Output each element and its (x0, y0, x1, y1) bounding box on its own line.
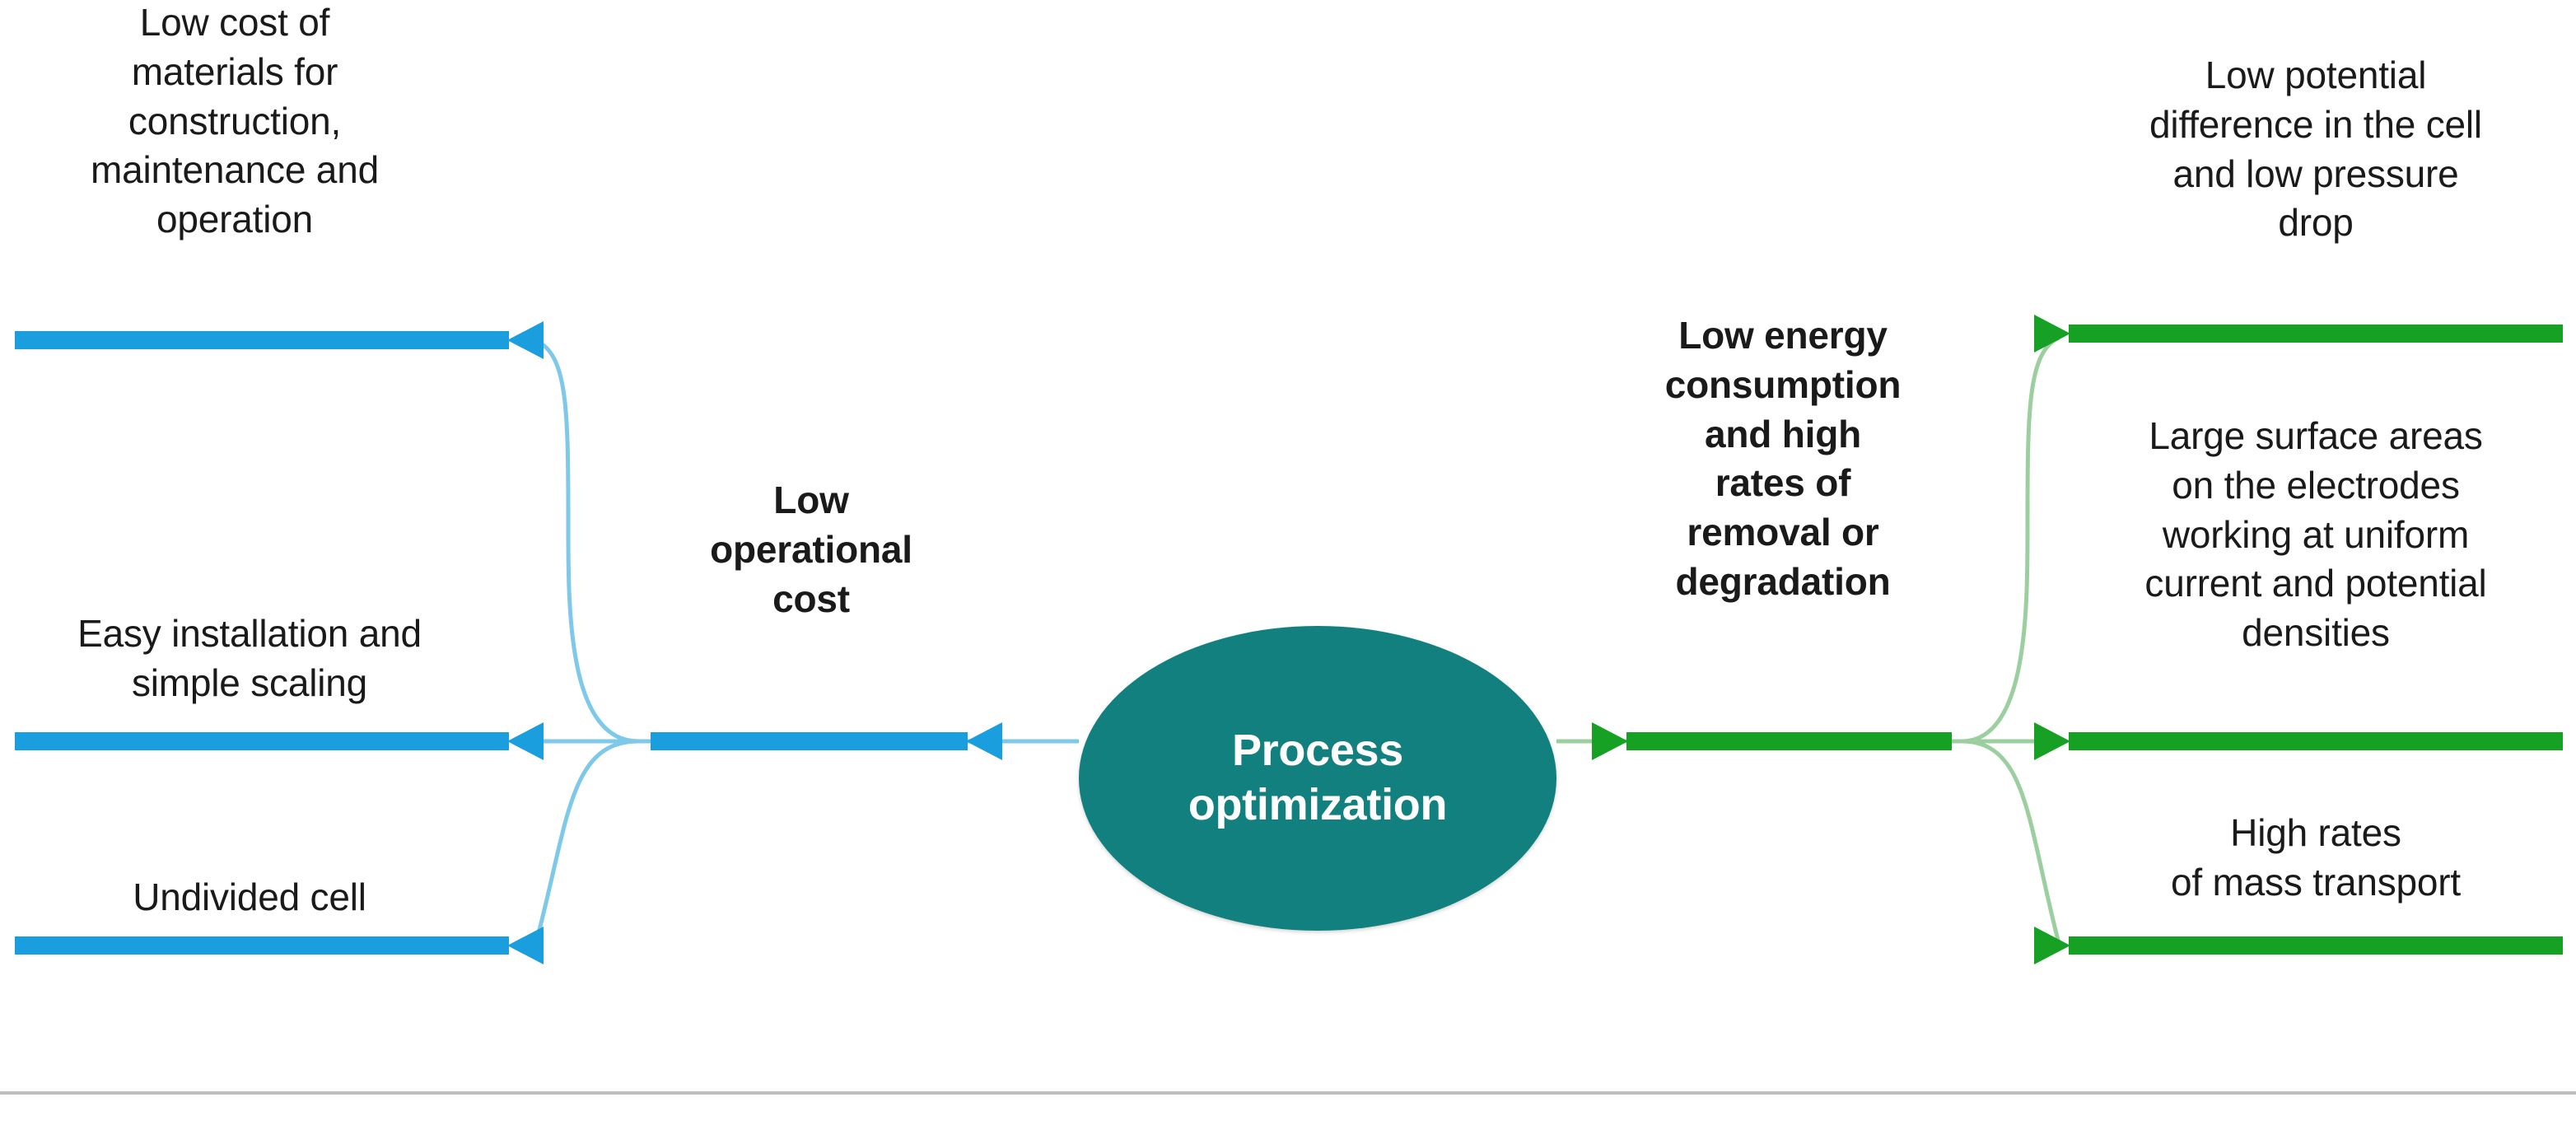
right-curve-bottom (1961, 739, 2061, 944)
arrowhead-low-potential-difference (2034, 315, 2070, 353)
label-large-surface-areas: Large surface areas on the electrodes wo… (2144, 414, 2487, 655)
left-curve-top (534, 338, 639, 744)
right-curve-top (1961, 335, 2060, 744)
arrowhead-large-surface-areas (2034, 722, 2070, 760)
center-node-label: Process optimization (1188, 726, 1448, 829)
arrowhead-left-branch-label (966, 722, 1002, 760)
label-high-mass-transport: High rates of mass transport (2171, 811, 2461, 904)
arrowhead-easy-installation (507, 722, 544, 760)
label-low-potential-difference: Low potential difference in the cell and… (2149, 54, 2482, 245)
label-undivided-cell: Undivided cell (133, 876, 366, 918)
center-node-process-optimization[interactable]: Process optimization (1079, 626, 1556, 931)
arrowhead-high-mass-transport (2034, 927, 2070, 964)
left-curve-bottom (533, 739, 639, 946)
label-easy-installation: Easy installation and simple scaling (77, 612, 422, 704)
arrowhead-undivided-cell (507, 927, 544, 964)
left-arrowheads (507, 321, 1002, 964)
arrowhead-low-cost-materials (507, 321, 544, 359)
label-low-cost-materials: Low cost of materials for construction, … (91, 1, 379, 241)
bottom-divider (0, 1091, 2576, 1095)
label-left-branch: Low operational cost (710, 479, 912, 620)
label-right-branch: Low energy consumption and high rates of… (1664, 314, 1902, 603)
arrowhead-right-branch-label (1592, 722, 1628, 760)
left-connector-curves (533, 338, 1079, 946)
